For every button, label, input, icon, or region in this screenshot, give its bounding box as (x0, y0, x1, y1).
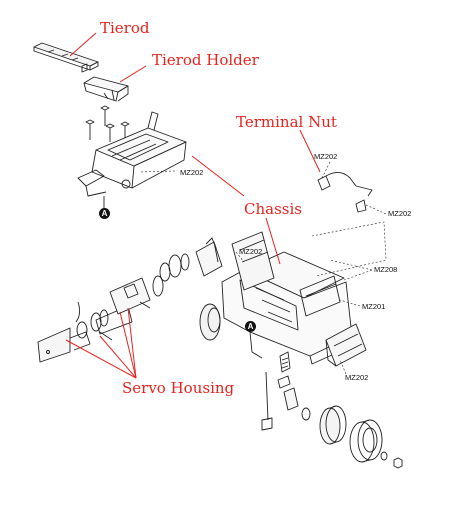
terminal-nut-part (317, 172, 373, 213)
servo-housing-part (37, 237, 223, 363)
wheel-part (301, 405, 403, 469)
callout-tierod-holder: Tierod Holder (152, 51, 259, 69)
callout-servo-housing: Servo Housing (122, 379, 235, 397)
part-number-mz202-nut-top: MZ202 (314, 152, 338, 161)
part-number-mz202-top: MZ202 (180, 168, 204, 177)
part-number-mz208: MZ208 (374, 265, 398, 274)
main-chassis-part (199, 231, 353, 365)
part-number-mz202-chassis-left: MZ202 (239, 247, 263, 256)
callout-chassis: Chassis (244, 200, 302, 218)
leader-lines (139, 161, 387, 375)
callout-pointers (65, 32, 321, 379)
marker-a-main: A (245, 321, 256, 332)
part-number-mz202-holder: MZ202 (345, 373, 369, 382)
callout-terminal-nut: Terminal Nut (236, 113, 337, 131)
marker-a-top: A (99, 208, 110, 219)
part-number-mz202-nut-right: MZ202 (388, 209, 412, 218)
part-number-mz201: MZ201 (362, 302, 386, 311)
kingpin-part (261, 351, 299, 431)
callout-tierod: Tierod (100, 19, 150, 37)
chassis-holder-part (325, 323, 367, 367)
tierod-holder-part (83, 76, 129, 102)
screws-top (85, 105, 130, 142)
tierod-part (33, 42, 99, 73)
top-chassis-part (77, 111, 187, 210)
